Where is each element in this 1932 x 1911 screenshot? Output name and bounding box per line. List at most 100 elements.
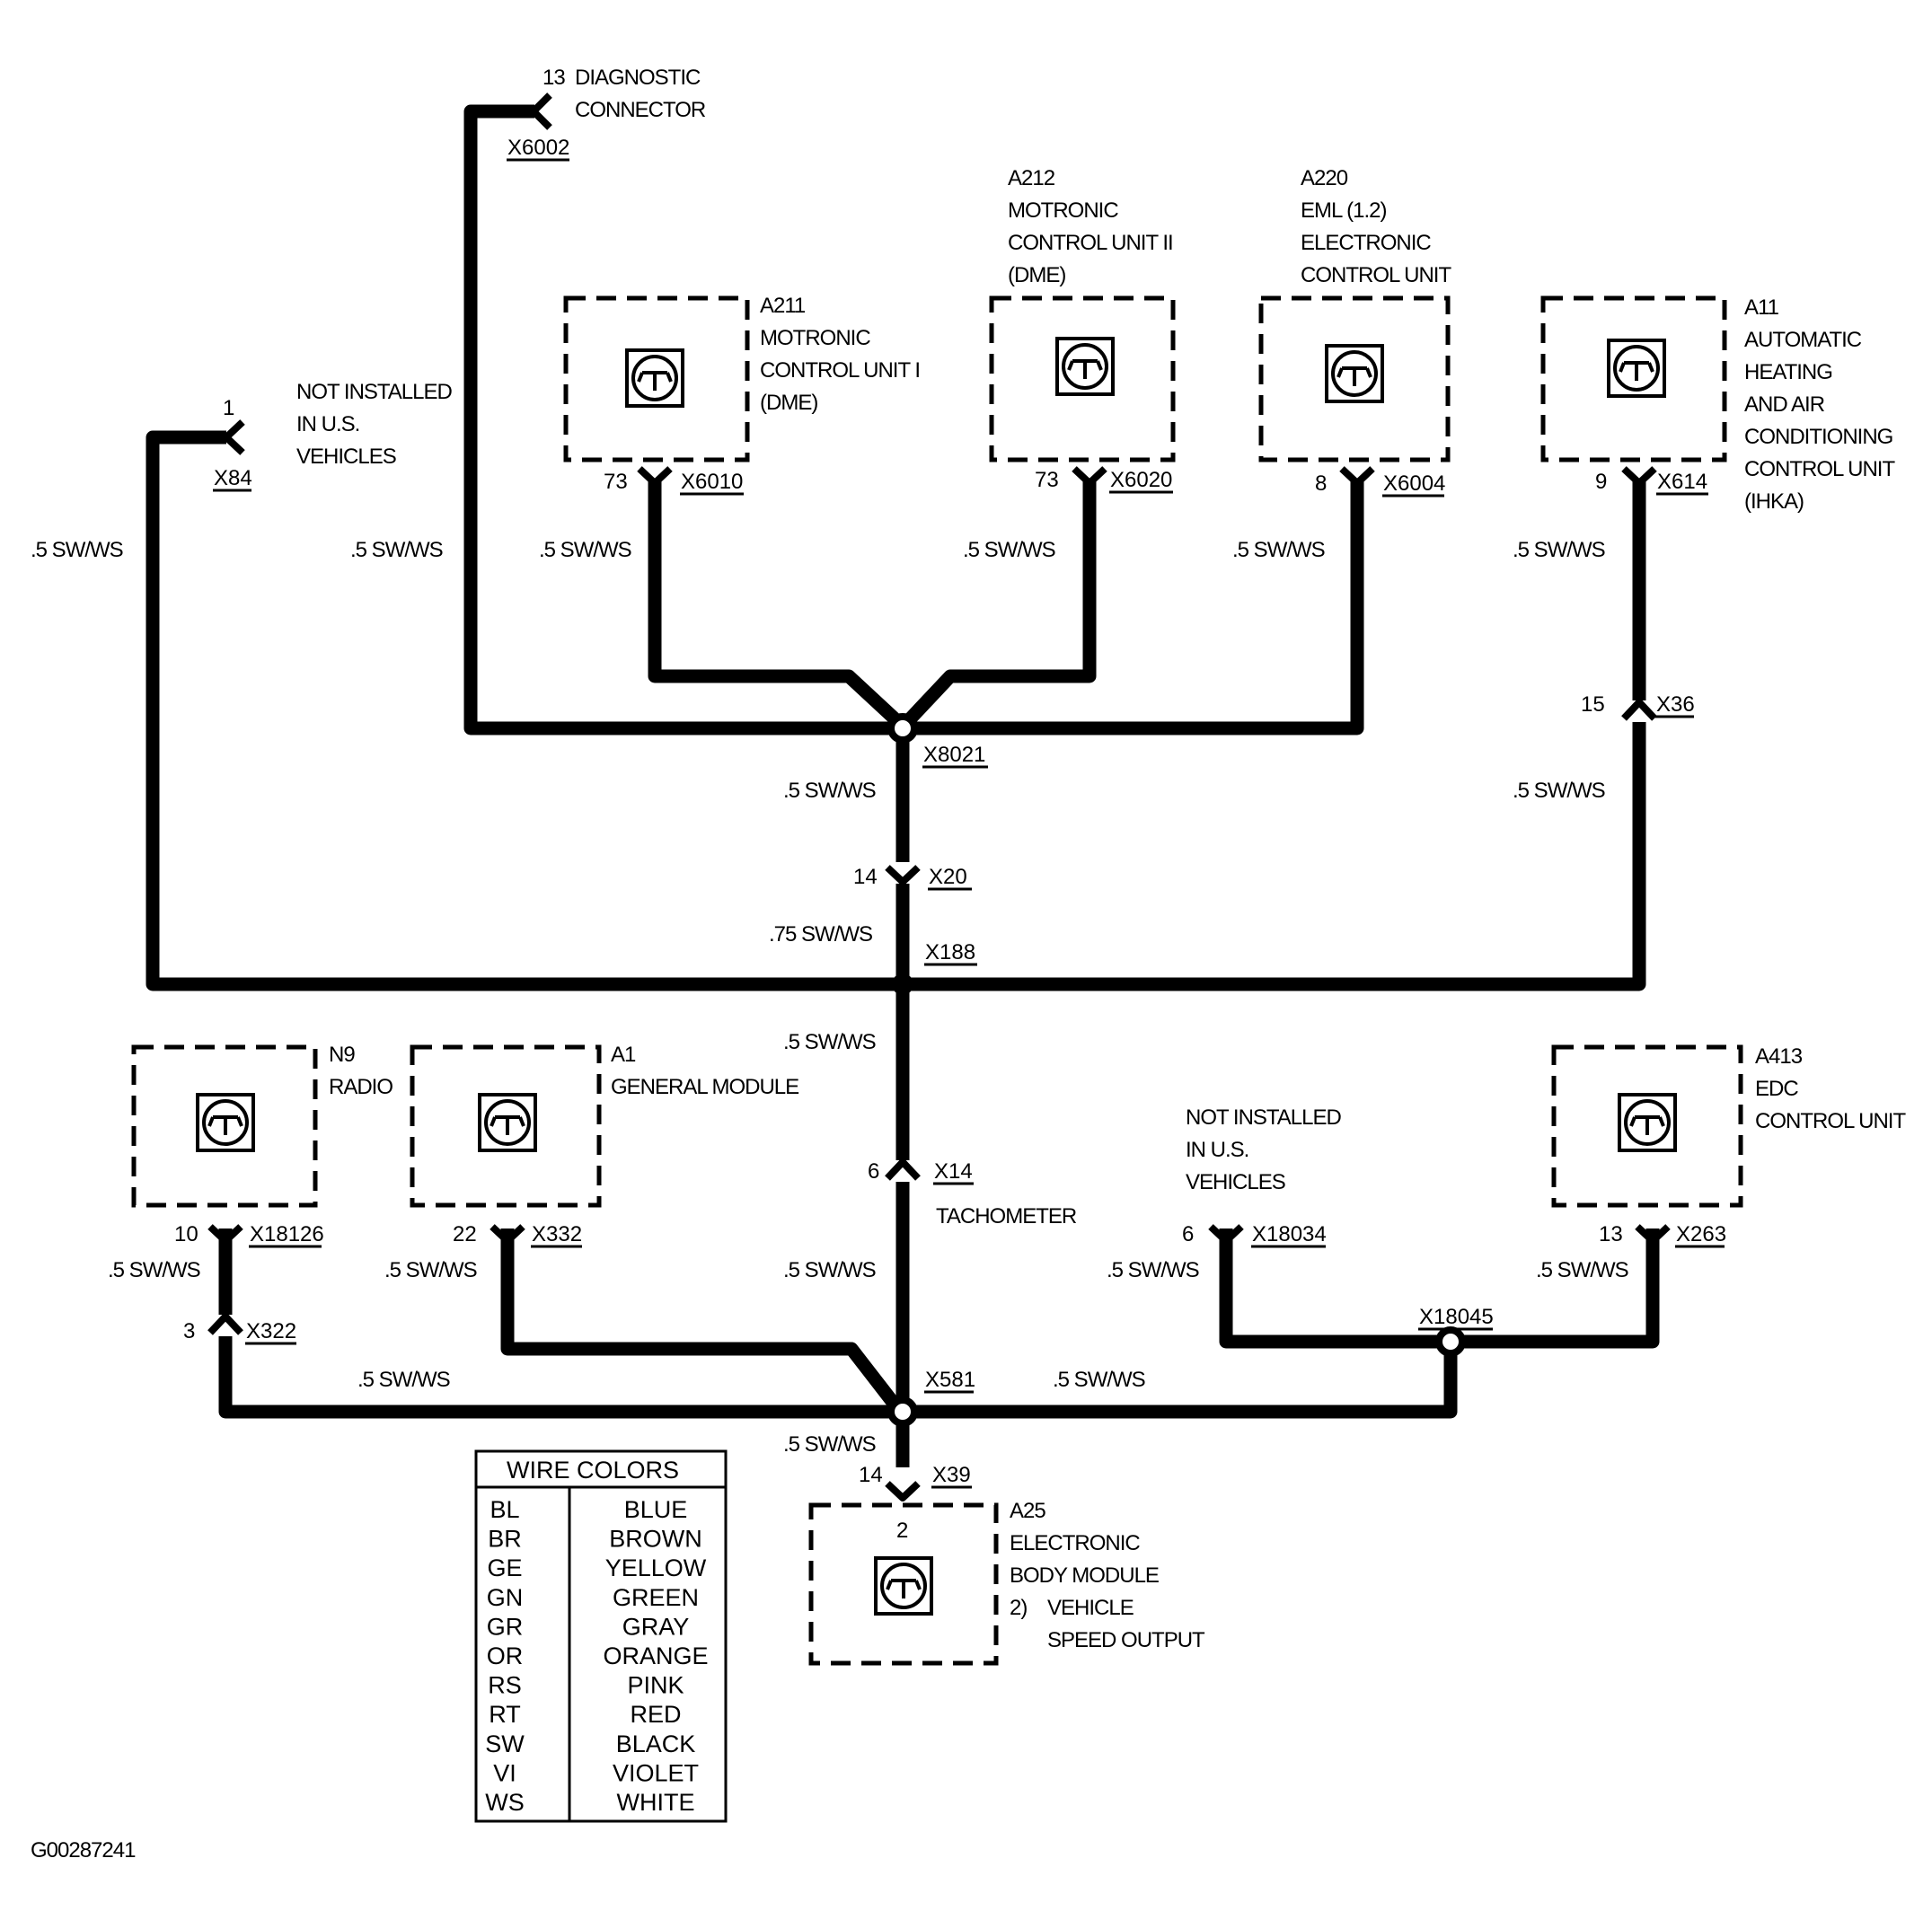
legend-color-name: GRAY: [622, 1613, 690, 1640]
chevron-x36: [1621, 699, 1657, 721]
splice-x8021: [887, 713, 918, 744]
a25-conn: X39: [932, 1463, 971, 1487]
wire-x581-right: [903, 1342, 1458, 1419]
chevron-x614: [1621, 466, 1657, 487]
wire-label: .5 SW/WS: [783, 1432, 876, 1457]
wire-label: .5 SW/WS: [1536, 1258, 1628, 1282]
a212-pin: 73: [1035, 468, 1059, 492]
chevron-x18126: [207, 1224, 243, 1245]
x14-conn: X14: [934, 1159, 973, 1184]
a25-label-2: ELECTRONIC: [1010, 1531, 1140, 1555]
wire-label: .5 SW/WS: [1513, 779, 1605, 803]
legend-code: OR: [487, 1642, 524, 1669]
x20-pin: 14: [853, 865, 878, 889]
legend-color-name: RED: [630, 1701, 681, 1728]
ecu-icon: [1325, 344, 1384, 403]
wire-label: .5 SW/WS: [1107, 1258, 1199, 1282]
legend-color-name: WHITE: [617, 1789, 695, 1816]
x581-conn: X581: [925, 1368, 975, 1392]
not-us-bot-conn: X18034: [1252, 1222, 1327, 1246]
a11-label-3: HEATING: [1744, 360, 1832, 384]
legend-frame: [474, 1449, 728, 1823]
legend-color-name: VIOLET: [613, 1759, 699, 1786]
a212-label-3: CONTROL UNIT II: [1008, 231, 1173, 255]
connector-symbols: [207, 92, 1671, 1502]
a11-label-2: AUTOMATIC: [1744, 328, 1862, 352]
a25-label-1: A25: [1010, 1499, 1045, 1523]
ecu-icon: [874, 1556, 933, 1616]
not-us-bot-3: VEHICLES: [1186, 1170, 1285, 1194]
wire-label: .5 SW/WS: [1053, 1368, 1145, 1392]
box-n9: [131, 1044, 318, 1208]
wire-label: .5 SW/WS: [384, 1258, 477, 1282]
a212-label-1: A212: [1008, 166, 1055, 190]
a211-label-4: (DME): [760, 391, 817, 415]
a211-label-3: CONTROL UNIT I: [760, 358, 920, 383]
wire-label: .5 SW/WS: [1232, 538, 1325, 562]
wire-label: .5 SW/WS: [350, 538, 443, 562]
wire-label: .5 SW/WS: [108, 1258, 200, 1282]
a211-pin: 73: [604, 470, 628, 494]
wire-general-module: [500, 1228, 900, 1409]
wire-a11-lower: [903, 722, 1646, 991]
x188-conn: X188: [925, 940, 975, 964]
figure-id: G00287241: [31, 1838, 136, 1863]
wire-diagnostic: [463, 104, 889, 735]
box-a413: [1551, 1044, 1743, 1208]
a220-conn: X6004: [1383, 471, 1445, 496]
wire-label: .5 SW/WS: [357, 1368, 450, 1392]
legend-color-name: BLUE: [624, 1496, 688, 1523]
legend-code: BR: [488, 1526, 522, 1553]
a1-pin: 22: [453, 1222, 477, 1246]
legend-code: WS: [485, 1789, 525, 1816]
ecu-icon: [196, 1093, 255, 1152]
legend-color-name: YELLOW: [605, 1554, 707, 1581]
a25-label-6: SPEED OUTPUT: [1047, 1628, 1205, 1652]
a211-label-1: A211: [760, 294, 806, 318]
a220-pin: 8: [1315, 471, 1327, 496]
a413-label-1: A413: [1755, 1044, 1803, 1069]
chevron-x6002: [530, 92, 552, 130]
n9-pin: 10: [174, 1222, 198, 1246]
n9-conn: X18126: [250, 1222, 324, 1246]
a1-conn: X332: [532, 1222, 582, 1246]
wire-a211: [648, 481, 904, 727]
a25-label-5: VEHICLE: [1047, 1596, 1134, 1620]
a11-label-6: CONTROL UNIT: [1744, 457, 1895, 481]
box-a220: [1258, 295, 1451, 462]
x8021-conn: X8021: [923, 743, 985, 767]
a220-label-3: ELECTRONIC: [1301, 231, 1431, 255]
ecu-icon: [1607, 339, 1666, 398]
diag-label-1: DIAGNOSTIC: [575, 66, 701, 90]
chevron-x14: [885, 1158, 921, 1181]
diag-label-2: CONNECTOR: [575, 98, 706, 122]
a1-label-2: GENERAL MODULE: [611, 1075, 798, 1099]
splice-x18045: [1435, 1326, 1466, 1357]
x84-conn: X84: [214, 466, 252, 490]
legend-code: SW: [485, 1730, 525, 1757]
chevron-x39: [885, 1481, 921, 1502]
a413-label-2: EDC: [1755, 1077, 1798, 1101]
a1-label-1: A1: [611, 1043, 636, 1067]
chevron-x6004: [1339, 466, 1375, 487]
legend-code: VI: [493, 1759, 516, 1786]
a220-label-2: EML (1.2): [1301, 198, 1386, 223]
legend-color-name: BLACK: [616, 1730, 696, 1757]
legend-code: BL: [490, 1496, 519, 1523]
not-us-top-3: VEHICLES: [296, 445, 396, 469]
chevron-x6020: [1072, 466, 1107, 487]
box-a11: [1540, 295, 1727, 462]
n9-label-1: N9: [329, 1043, 355, 1067]
chevron-x18034: [1208, 1224, 1244, 1245]
legend-color-name: ORANGE: [603, 1642, 708, 1669]
wire-label: .5 SW/WS: [539, 538, 631, 562]
a212-conn: X6020: [1110, 468, 1172, 492]
wire-radio-lower: [218, 1336, 903, 1419]
wire-label: .5 SW/WS: [783, 1258, 876, 1282]
a11-conn: X614: [1657, 470, 1707, 494]
wire-label: .5 SW/WS: [1513, 538, 1605, 562]
x14-pin: 6: [868, 1159, 879, 1184]
ecu-icon: [1618, 1093, 1677, 1152]
